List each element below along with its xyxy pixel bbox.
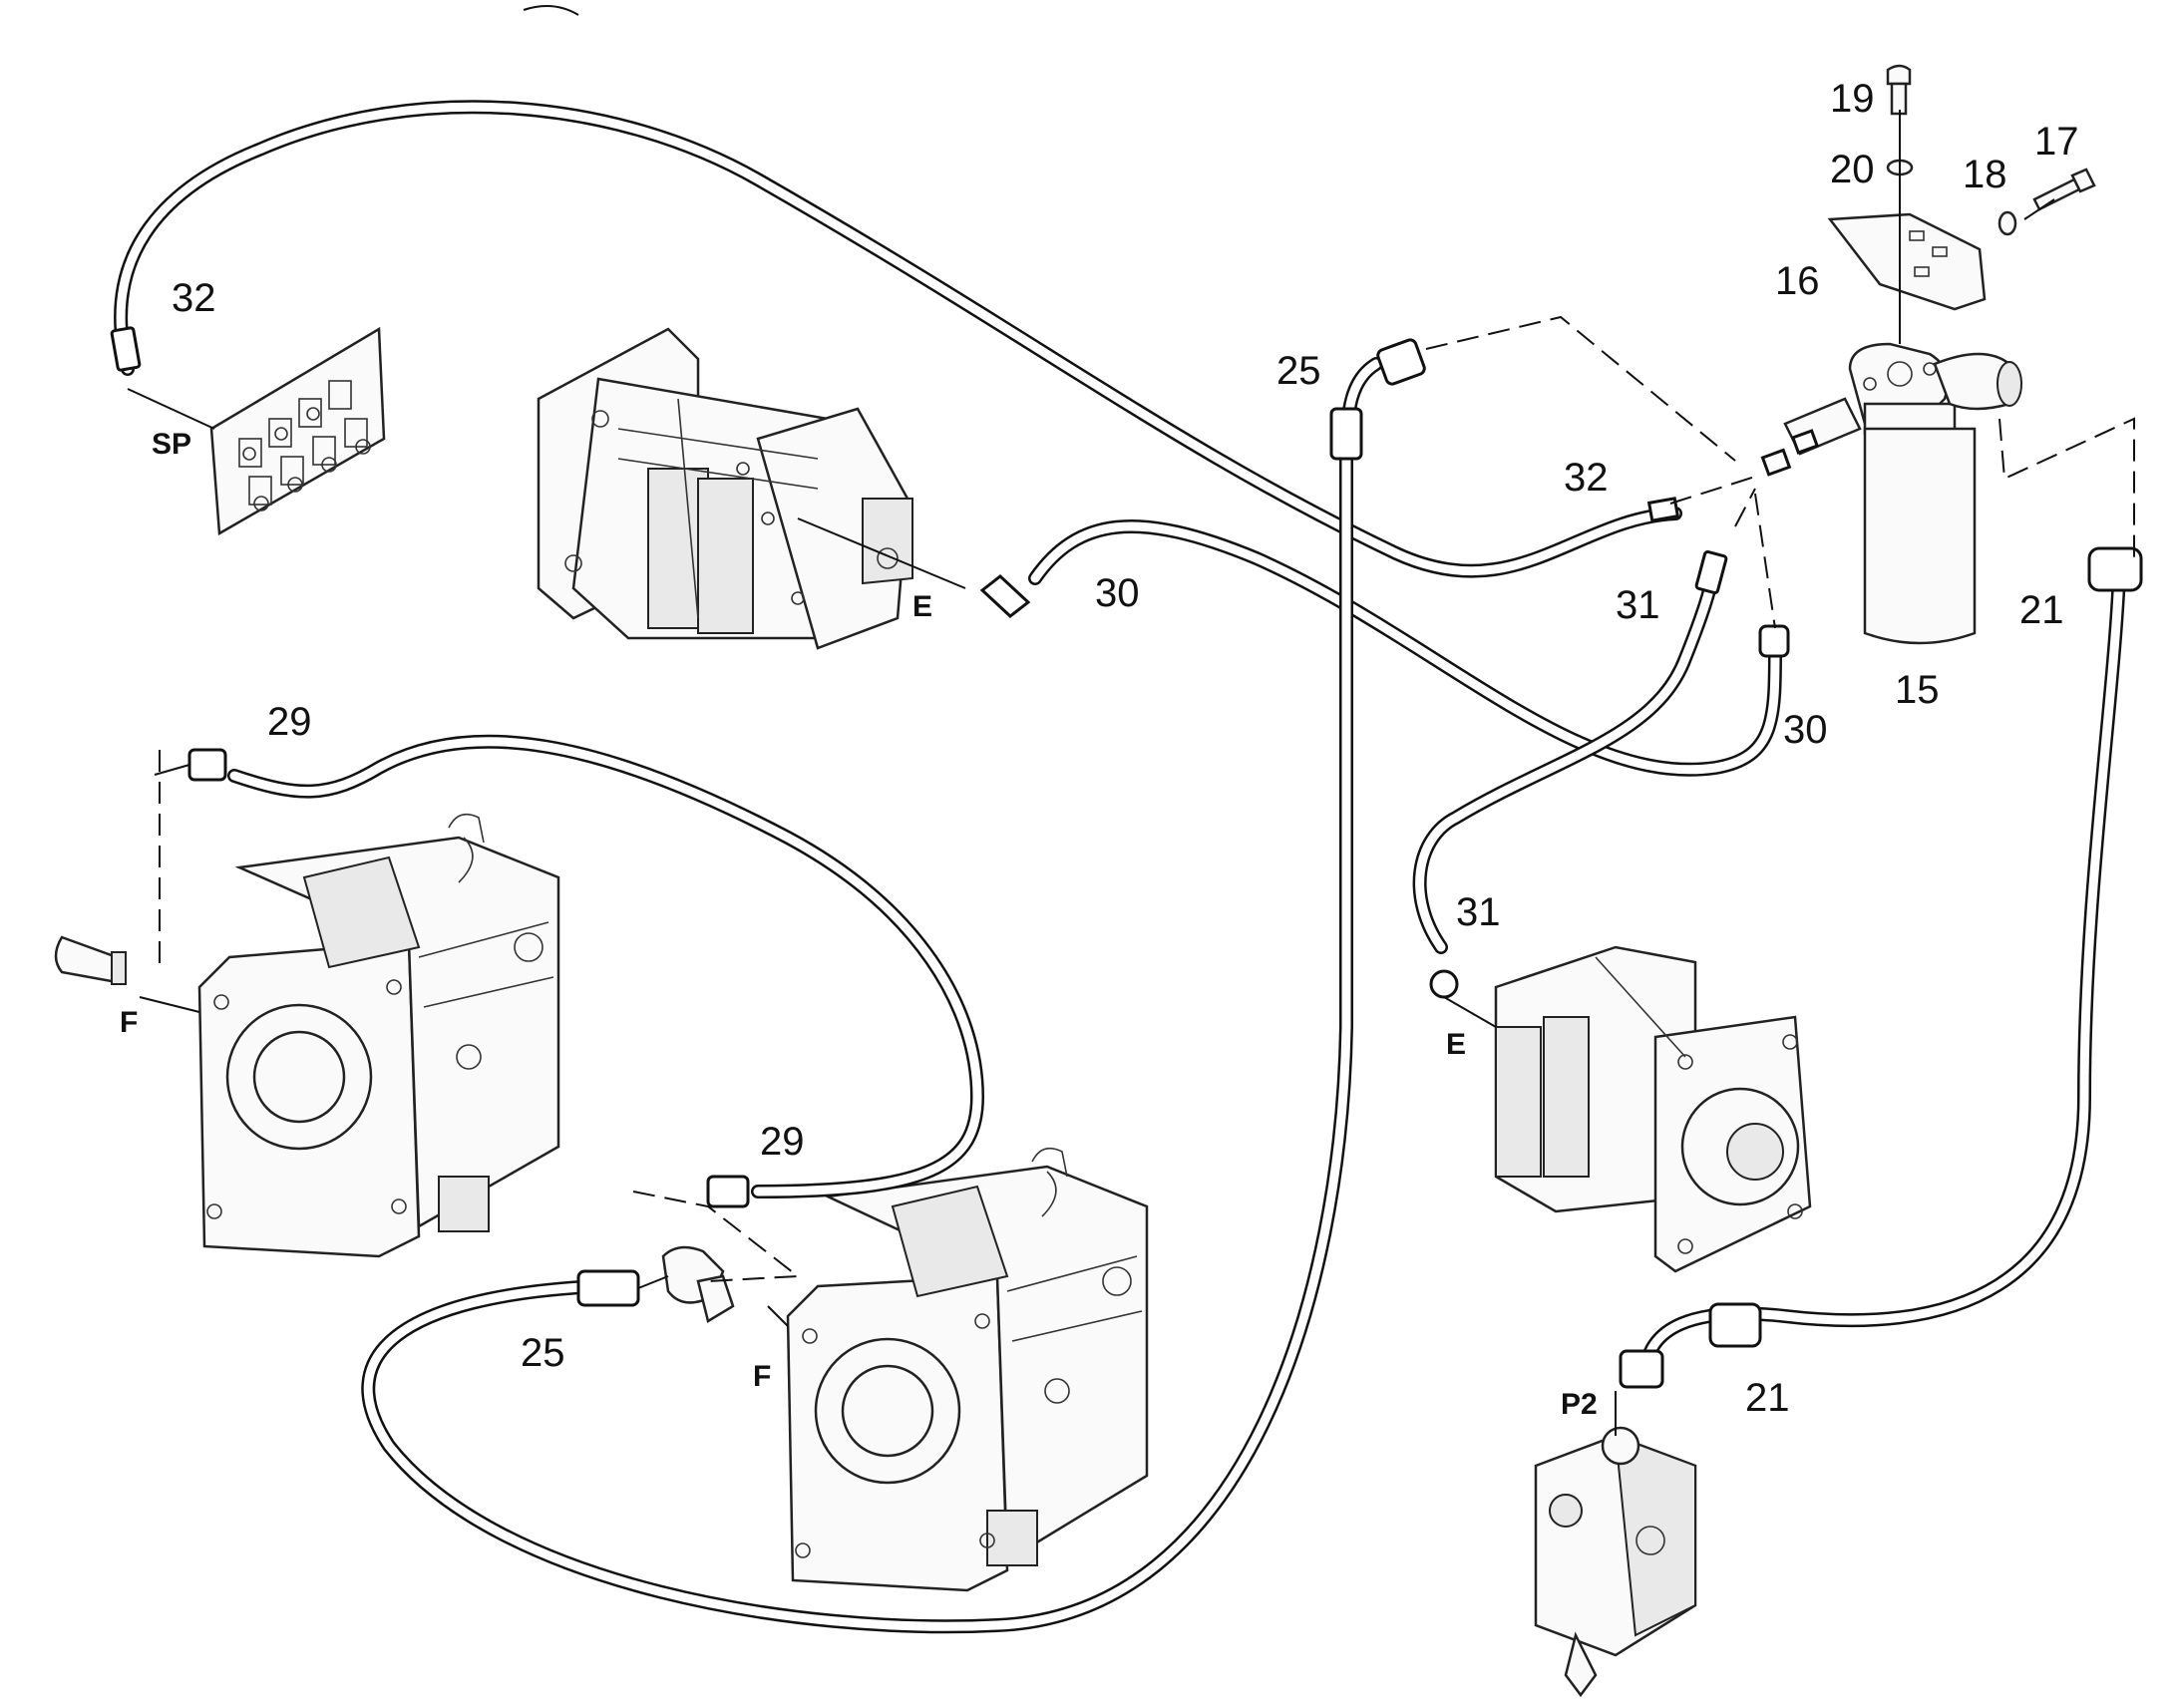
port-label-f: F [753,1360,771,1393]
port-labels: SP E E F F P2 [120,428,1598,1421]
label-15: 15 [1895,668,1940,712]
port-label-e: E [1446,1028,1466,1061]
hose-31 [1412,549,1728,999]
hose-32 [110,100,1682,578]
leader-lines [127,110,2055,1436]
fitting-f-lower [661,1245,735,1323]
label-19: 19 [1830,77,1875,121]
label-25: 25 [521,1331,565,1375]
bolt-17 [2032,168,2096,211]
port-label-p2: P2 [1561,1388,1598,1421]
label-16: 16 [1775,259,1820,303]
label-32: 32 [1564,456,1609,500]
label-32: 32 [172,276,216,320]
label-30: 30 [1095,571,1140,615]
motor-upper [537,327,913,650]
label-29: 29 [760,1120,805,1164]
partial-arc [523,5,579,16]
callout-labels: 32 32 25 25 30 30 31 31 29 29 21 21 15 1… [172,77,2079,1420]
fitting-f-upper [54,935,127,985]
bolt-19 [1886,64,1912,116]
hose-25 [361,338,1426,1634]
label-25: 25 [1276,349,1321,393]
motor-right [1494,945,1812,1273]
p2-valve-block [1534,1426,1697,1698]
filter-assembly [1760,64,2096,645]
hose-21 [1619,546,2143,1389]
hose-30 [979,519,1790,777]
label-29: 29 [267,700,312,744]
hose-29 [187,734,984,1208]
sp-manifold-plate [209,326,386,536]
port-label-f: F [120,1006,138,1039]
label-30: 30 [1783,708,1828,752]
label-21: 21 [2019,588,2064,632]
label-31: 31 [1616,583,1660,627]
port-label-sp: SP [152,428,191,461]
label-21: 21 [1745,1376,1790,1420]
washer-18 [1998,210,2017,236]
label-31: 31 [1456,890,1501,934]
pump-upper-left [197,813,560,1258]
label-17: 17 [2034,120,2079,164]
pump-lower-center [786,1147,1149,1592]
label-20: 20 [1830,148,1875,191]
label-18: 18 [1963,153,2007,196]
port-label-e: E [912,590,932,623]
dashed-connection-lines [159,315,2135,1282]
